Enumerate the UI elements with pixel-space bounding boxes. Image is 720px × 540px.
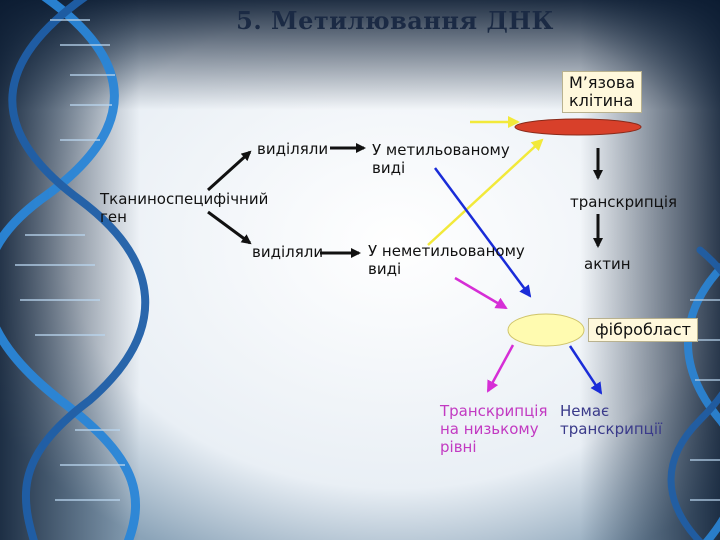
actin-label: актин	[584, 255, 631, 273]
dna-helix-left	[0, 0, 150, 540]
fibroblast-label: фібробласт	[588, 318, 698, 342]
low-transcription-label: Транскрипція на низькому рівні	[440, 402, 548, 456]
arrow-blue-fibroblast-to-no-transcription	[568, 345, 603, 395]
arrow-magenta-to-fibroblast	[454, 276, 508, 310]
muscle-cell-shape	[514, 118, 642, 136]
muscle-cell-label: М’язова клітина	[562, 71, 643, 113]
tissue-specific-gene-label: Тканиноспецифічний ген	[100, 190, 269, 226]
fibroblast-shape	[507, 313, 585, 347]
arrow-gene-to-isolated-bottom	[207, 210, 252, 245]
page-title: 5. Метилювання ДНК	[236, 6, 554, 35]
arrow-gene-to-isolated-top	[206, 150, 252, 192]
arrow-blue-methylated-to-fibroblast	[433, 167, 532, 298]
arrow-yellow-unmethylated-to-muscle	[427, 138, 544, 246]
transcription-label: транскрипція	[570, 193, 678, 211]
unmethylated-form-label: У неметильованому виді	[368, 242, 525, 278]
isolated-label-top: виділяли	[257, 140, 329, 158]
arrow-magenta-fibroblast-to-low-transcription	[486, 344, 515, 393]
isolated-label-bottom: виділяли	[252, 243, 324, 261]
no-transcription-label: Немає транскрипції	[560, 402, 663, 438]
methylated-form-label: У метильованому виді	[372, 141, 510, 177]
